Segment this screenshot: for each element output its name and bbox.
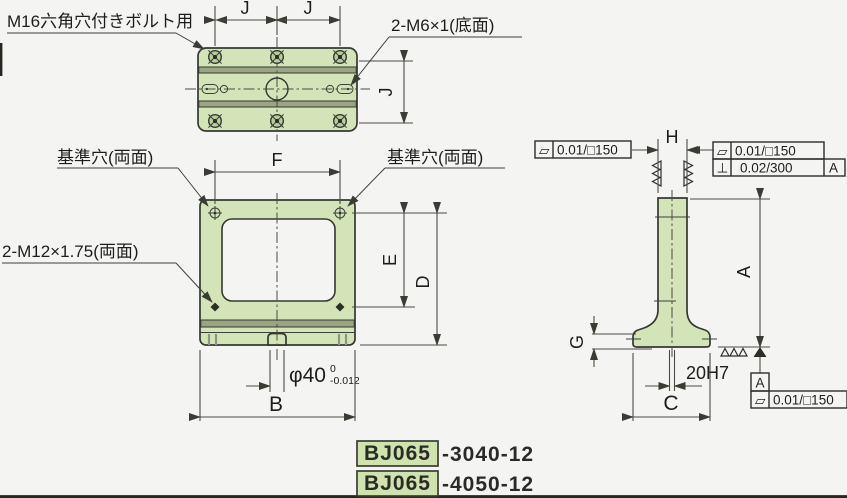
dimension-b: B: [189, 350, 356, 421]
tolerance-right-row2-value: 0.02/300: [740, 161, 793, 176]
part-number-prefix-box: [356, 470, 439, 497]
dimension-20h7: 20H7: [645, 350, 729, 391]
tolerance-right-row1-value: 0.01/□150: [735, 144, 796, 159]
m6-label-text: 2-M6×1(底面): [391, 16, 494, 35]
datum-hole-right-text: 基準穴(両面): [387, 148, 483, 167]
tolerance-right-row2-datum: A: [829, 161, 838, 176]
m12-label-text: 2-M12×1.75(両面): [2, 242, 139, 261]
dim-label-g: G: [567, 335, 587, 349]
surface-finish-mark: [651, 160, 694, 187]
bolt-hole: [269, 113, 285, 129]
dimension-h: H: [632, 127, 714, 193]
datum-label: A: [755, 376, 764, 391]
dimension-c: C: [622, 353, 711, 421]
tolerance-bottom-value: 0.01/□150: [773, 393, 834, 408]
flatness-icon: ▱: [717, 144, 728, 159]
dim-label-20h7: 20H7: [686, 363, 729, 383]
m12-hole-mark: [335, 302, 345, 312]
dimension-f: F: [204, 150, 341, 204]
label-datum-hole-left: 基準穴(両面): [57, 148, 209, 207]
right-slot: [336, 84, 354, 94]
tolerance-frame-left: ▱ 0.01/□150: [534, 140, 632, 159]
m12-hole-mark: [210, 302, 220, 312]
bolt-hole: [332, 113, 348, 129]
phi40-tol-upper: 0: [330, 363, 336, 375]
bolt-hole: [269, 49, 285, 65]
bolt-hole: [207, 113, 223, 129]
right-slot-hole: [325, 84, 335, 94]
dimension-e: E: [352, 202, 447, 308]
dim-label-j3: J: [376, 88, 396, 97]
label-m6: 2-M6×1(底面): [350, 16, 522, 86]
dimension-g: G: [567, 316, 652, 367]
phi40-tol-lower: -0.012: [330, 375, 360, 387]
part-number-prefix: BJ065: [364, 472, 431, 495]
dim-label-j1: J: [241, 0, 250, 18]
dim-label-j2: J: [304, 0, 313, 18]
dim-label-c: C: [663, 392, 678, 415]
part-number-prefix: BJ065: [364, 442, 431, 465]
dim-label-b: B: [269, 393, 283, 416]
window-cutout: [221, 218, 336, 302]
surface-finish-mark: [720, 347, 748, 357]
dimension-j-vertical: J: [359, 50, 413, 124]
label-datum-hole-right: 基準穴(両面): [347, 148, 505, 207]
side-view: [626, 160, 717, 360]
dim-label-f: F: [272, 150, 283, 170]
dimension-phi40: φ40 0 -0.012: [246, 350, 360, 392]
bolt-hole: [332, 49, 348, 65]
dim-label-phi40: φ40: [289, 364, 326, 387]
datum-triangle-icon: [753, 347, 767, 357]
reference-hole: [333, 206, 347, 220]
top-view: [185, 37, 370, 141]
m16-label-text: M16六角穴付きボルト用: [7, 12, 193, 31]
sheet-frame: [0, 43, 847, 498]
datum-target: A ▱ 0.01/□150: [720, 347, 847, 409]
tolerance-left-value: 0.01/□150: [557, 143, 618, 158]
dimension-d: D: [360, 202, 447, 346]
label-m16: M16六角穴付きボルト用: [7, 12, 205, 50]
reference-hole: [208, 206, 222, 220]
datum-hole-left-text: 基準穴(両面): [57, 148, 153, 167]
part-number-suffix: -3040-12: [442, 443, 534, 466]
dim-label-d: D: [413, 276, 433, 289]
dimension-j-horizontal: J J: [204, 0, 341, 46]
left-slot-hole: [219, 84, 229, 94]
dimension-a: A: [690, 188, 770, 348]
part-number-prefix-box: [356, 440, 439, 467]
left-slot: [201, 84, 219, 94]
part-number-row: BJ065 -4050-12: [356, 470, 534, 497]
label-m12: 2-M12×1.75(両面): [2, 242, 213, 303]
tolerance-frame-right: ▱ 0.01/□150 ⊥ 0.02/300 A: [688, 141, 846, 177]
flatness-icon: ▱: [755, 393, 766, 408]
front-view: [199, 193, 356, 362]
flatness-icon: ▱: [539, 143, 550, 158]
part-number-row: BJ065 -3040-12: [356, 440, 534, 467]
center-bore: [265, 77, 289, 101]
perpendicularity-icon: ⊥: [717, 161, 729, 176]
dim-label-h: H: [666, 127, 679, 147]
dim-label-a: A: [734, 266, 754, 278]
part-number-suffix: -4050-12: [442, 473, 534, 496]
bolt-hole: [207, 49, 223, 65]
dim-label-e: E: [380, 254, 400, 266]
